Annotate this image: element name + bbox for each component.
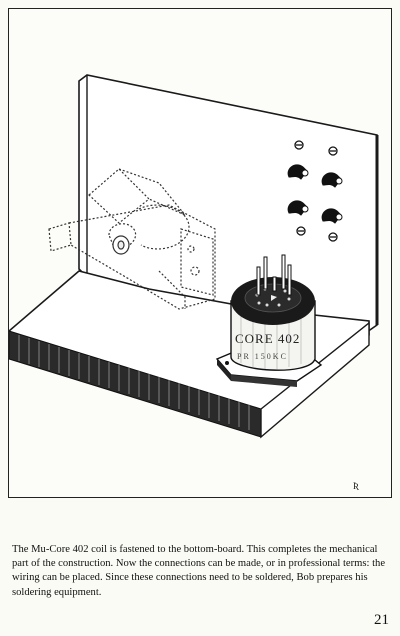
binding-post-icon: [287, 200, 309, 216]
binding-post-icon: [287, 164, 309, 180]
screw-icon: [294, 140, 304, 150]
binding-post-icon: [321, 208, 343, 224]
variable-capacitor-outline: [48, 168, 216, 310]
figure-caption: The Mu-Core 402 coil is fastened to the …: [12, 544, 386, 598]
illustration-frame: CORE 402 PR 150KC Ʀ: [8, 8, 392, 498]
assembly-illustration: CORE 402 PR 150KC Ʀ: [9, 74, 379, 491]
capacitor-shaft: [112, 235, 130, 255]
artist-monogram: Ʀ: [353, 481, 360, 491]
screw-icon: [328, 232, 338, 242]
coil-label-top: CORE 402: [235, 331, 300, 346]
panel-terminals: [294, 140, 338, 242]
coil-label-bottom: PR 150KC: [237, 352, 288, 361]
screw-icon: [296, 226, 306, 236]
screw-icon: [328, 146, 338, 156]
binding-post-knobs: [287, 164, 343, 224]
page-number: 21: [374, 612, 389, 628]
mu-core-coil: CORE 402 PR 150KC: [215, 254, 323, 387]
binding-post-icon: [321, 172, 343, 188]
